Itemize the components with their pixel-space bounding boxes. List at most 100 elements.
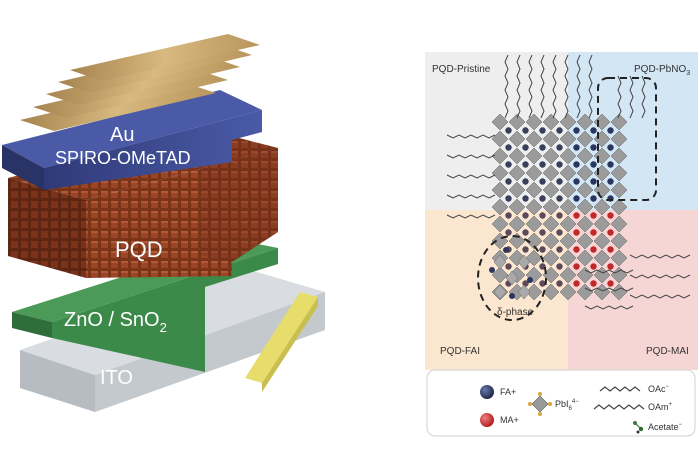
a-site-cation	[607, 144, 614, 151]
a-site-cation	[539, 161, 546, 168]
ligand-chain	[584, 305, 634, 310]
label-pqd-mai: PQD-MAI	[646, 346, 689, 357]
pbi6-octahedron	[491, 164, 509, 182]
legend-pbi6: PbI64−	[528, 392, 579, 416]
a-site-cation	[522, 246, 529, 253]
a-site-cation	[539, 246, 546, 253]
acetate-icon	[633, 421, 644, 434]
legend-oac: OAc−	[599, 384, 670, 394]
a-site-cation	[556, 144, 563, 151]
a-site-cation	[607, 229, 614, 236]
delta-octahedron	[517, 254, 531, 270]
pbi6-octahedron	[610, 164, 628, 182]
ligand-chain	[552, 54, 557, 119]
a-site-cation	[505, 212, 512, 219]
etl-label: ZnO / SnO2	[64, 309, 167, 335]
legend: FA+ MA+ PbI64− OAc− OAm+	[426, 369, 696, 437]
a-site-cation	[590, 280, 597, 287]
a-site-cation	[590, 144, 597, 151]
perovskite-lattice	[491, 113, 628, 301]
a-site-cation	[556, 212, 563, 219]
pbi6-octahedron	[559, 147, 577, 165]
legend-acetate: Acetate−	[633, 421, 683, 434]
a-site-cation	[539, 127, 546, 134]
pbi6-octahedron	[542, 164, 560, 182]
a-site-cation	[505, 229, 512, 236]
ligand-chain	[629, 274, 691, 279]
a-site-cation	[556, 263, 563, 270]
delta-phase-circle	[477, 235, 547, 321]
pbi6-octahedron	[576, 164, 594, 182]
a-site-cation	[590, 178, 597, 185]
ligand-chain	[629, 294, 691, 299]
a-site-cation	[573, 161, 580, 168]
pbi6-octahedron	[491, 266, 509, 284]
pbi6-octahedron	[576, 198, 594, 216]
pbi6-octahedron	[525, 232, 543, 250]
pbi6-octahedron	[491, 181, 509, 199]
a-site-cation	[590, 212, 597, 219]
fa-ion-icon	[480, 385, 494, 399]
pbi6-octahedron	[508, 113, 526, 131]
a-site-cation	[505, 195, 512, 202]
delta-octahedron	[505, 270, 519, 286]
label-pqd-pristine: PQD-Pristine	[432, 64, 491, 75]
a-site-cation	[573, 212, 580, 219]
pbi6-octahedron	[559, 266, 577, 284]
fa-cation	[527, 277, 533, 283]
svg-text:OAm+: OAm+	[648, 402, 673, 412]
ligand-chain	[641, 75, 646, 119]
pbi6-octahedron	[610, 181, 628, 199]
a-site-cation	[556, 246, 563, 253]
a-site-cation	[607, 178, 614, 185]
a-site-cation	[522, 178, 529, 185]
svg-text:MA+: MA+	[500, 415, 519, 425]
fa-cation	[489, 267, 495, 273]
ito-label: ITO	[100, 367, 133, 389]
pbi6-octahedron	[593, 232, 611, 250]
a-site-cation	[539, 280, 546, 287]
pbi6-octahedron	[559, 181, 577, 199]
a-site-cation	[590, 263, 597, 270]
pbi6-octahedron	[559, 198, 577, 216]
svg-text:OAc−: OAc−	[648, 384, 670, 394]
ligand-chain	[446, 154, 496, 159]
pbi6-octahedron	[576, 232, 594, 250]
pbi6-octahedron	[576, 130, 594, 148]
schematic-panel: δ-phase PQD-Pristine PQD-PbNO3 PQD-FAI P…	[425, 52, 698, 370]
ligand-chains	[446, 54, 691, 310]
legend-oam: OAm+	[593, 402, 673, 412]
pbi6-octahedron	[525, 283, 543, 301]
pbi6-octahedron	[542, 147, 560, 165]
a-site-cation	[556, 280, 563, 287]
a-site-cation	[539, 195, 546, 202]
a-site-cation	[505, 161, 512, 168]
a-site-cation	[607, 212, 614, 219]
a-site-cation	[522, 229, 529, 236]
au-electrodes	[20, 34, 260, 131]
pbi6-octahedron	[559, 130, 577, 148]
a-site-cation	[522, 161, 529, 168]
pbi6-octahedron	[491, 113, 509, 131]
pbi6-octahedron	[576, 249, 594, 267]
ligand-chain	[540, 54, 545, 119]
a-site-cation	[573, 127, 580, 134]
ligand-chain	[446, 214, 496, 219]
legend-box	[426, 369, 696, 437]
pbi6-octahedron	[525, 181, 543, 199]
pbi6-octahedron	[610, 215, 628, 233]
pbi6-octahedron	[542, 283, 560, 301]
ligand-chain	[504, 54, 509, 119]
pbi6-octahedron	[576, 283, 594, 301]
legend-fa: FA+	[480, 385, 516, 399]
a-site-cation	[539, 178, 546, 185]
a-site-cation	[573, 280, 580, 287]
a-site-cation	[607, 263, 614, 270]
ligand-chain	[588, 54, 593, 119]
pbi6-octahedron	[491, 198, 509, 216]
pbi6-octahedron	[508, 198, 526, 216]
ligand-chain	[446, 174, 496, 179]
pbi6-octahedron	[491, 147, 509, 165]
pbi6-octahedron	[525, 130, 543, 148]
